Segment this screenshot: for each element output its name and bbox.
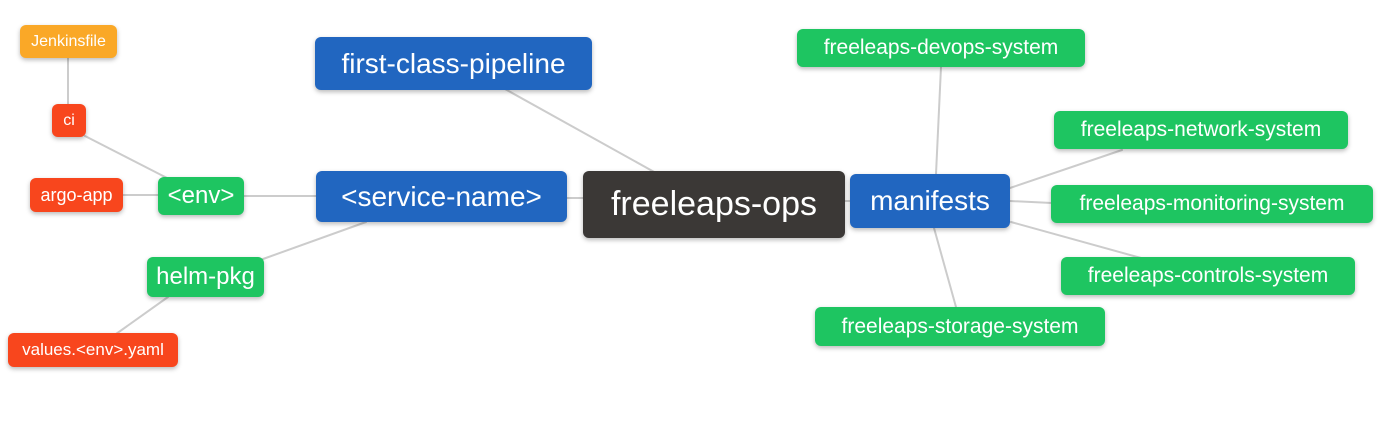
node-freeleaps-ops[interactable]: freeleaps-ops — [583, 171, 845, 238]
node-values-env-yaml[interactable]: values.<env>.yaml — [8, 333, 178, 367]
node-devops-system[interactable]: freeleaps-devops-system — [797, 29, 1085, 67]
node-helm-pkg[interactable]: helm-pkg — [147, 257, 264, 297]
edge-first-class-pipeline-to-freeleaps-ops — [504, 88, 657, 174]
edge-manifests-to-monitoring-system — [1009, 200, 1053, 204]
edge-helm-pkg-to-values-env-yaml — [115, 296, 169, 335]
node-storage-system[interactable]: freeleaps-storage-system — [815, 307, 1105, 346]
node-controls-system[interactable]: freeleaps-controls-system — [1061, 257, 1355, 295]
node-env[interactable]: <env> — [158, 177, 244, 215]
edge-manifests-to-controls-system — [1010, 221, 1142, 259]
node-jenkinsfile[interactable]: Jenkinsfile — [20, 25, 117, 58]
edge-ci-to-env — [84, 135, 170, 180]
node-service-name[interactable]: <service-name> — [316, 171, 567, 222]
node-first-class-pipeline[interactable]: first-class-pipeline — [315, 37, 592, 90]
edge-manifests-to-network-system — [1009, 149, 1123, 189]
node-argo-app[interactable]: argo-app — [30, 178, 123, 212]
node-manifests[interactable]: manifests — [850, 174, 1010, 228]
edge-manifests-to-devops-system — [935, 66, 942, 175]
edge-manifests-to-storage-system — [933, 227, 957, 308]
node-network-system[interactable]: freeleaps-network-system — [1054, 111, 1348, 149]
node-ci[interactable]: ci — [52, 104, 86, 137]
edge-service-name-to-helm-pkg — [262, 221, 367, 260]
node-monitoring-system[interactable]: freeleaps-monitoring-system — [1051, 185, 1373, 223]
